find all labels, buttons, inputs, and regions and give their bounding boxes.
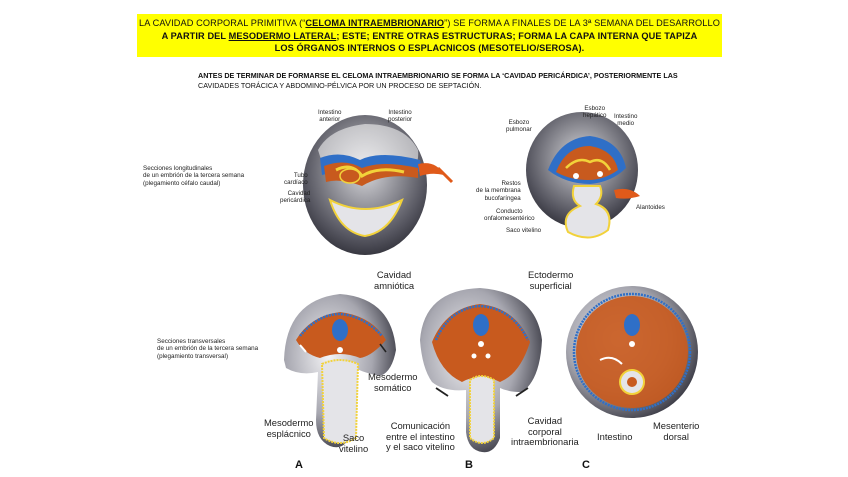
label-intestino: Intestino	[597, 432, 632, 443]
longitudinal-embryo-1	[303, 115, 452, 255]
label-alantoides: Alantoides	[636, 204, 665, 211]
longitudinal-embryo-2	[526, 112, 640, 238]
figure-letter-c: C	[582, 459, 590, 471]
transversal-embryo-c	[566, 286, 698, 418]
figure-letter-b: B	[465, 459, 473, 471]
label-saco-vitelino-long: Saco vitelino	[506, 227, 541, 234]
transversal-caption: Secciones transversales de un embrión de…	[157, 338, 258, 360]
longitudinal-caption: Secciones longitudinales de un embrión d…	[143, 165, 244, 187]
figure-letter-a: A	[295, 459, 303, 471]
